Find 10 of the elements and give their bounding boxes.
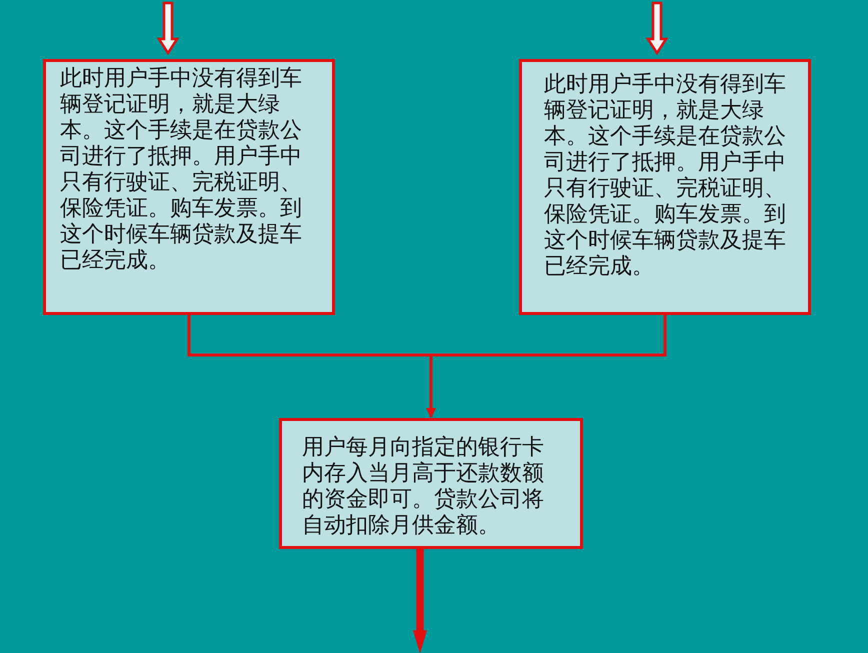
process-box [43, 59, 335, 315]
arrow [156, 2, 180, 56]
arrow [426, 315, 666, 418]
arrow [413, 548, 427, 653]
box-text: 此时用户手中没有得到车辆登记证明，就是大绿本。这个手续是在贷款公司进行了抵押。用户手中只有行驶证、完税证明、保险凭证。购车发票。到这个时候车辆贷款及提车已经完成。 [544, 72, 787, 280]
box-text: 用户每月向指定的银行卡内存入当月高于还款数额的资金即可。贷款公司将自动扣除月供金额。 [302, 435, 545, 539]
process-box [279, 418, 583, 549]
arrow [646, 2, 668, 56]
process-box [519, 59, 811, 315]
box-text: 此时用户手中没有得到车辆登记证明，就是大绿本。这个手续是在贷款公司进行了抵押。用户手中只有行驶证、完税证明、保险凭证。购车发票。到这个时候车辆贷款及提车已经完成。 [60, 66, 303, 274]
